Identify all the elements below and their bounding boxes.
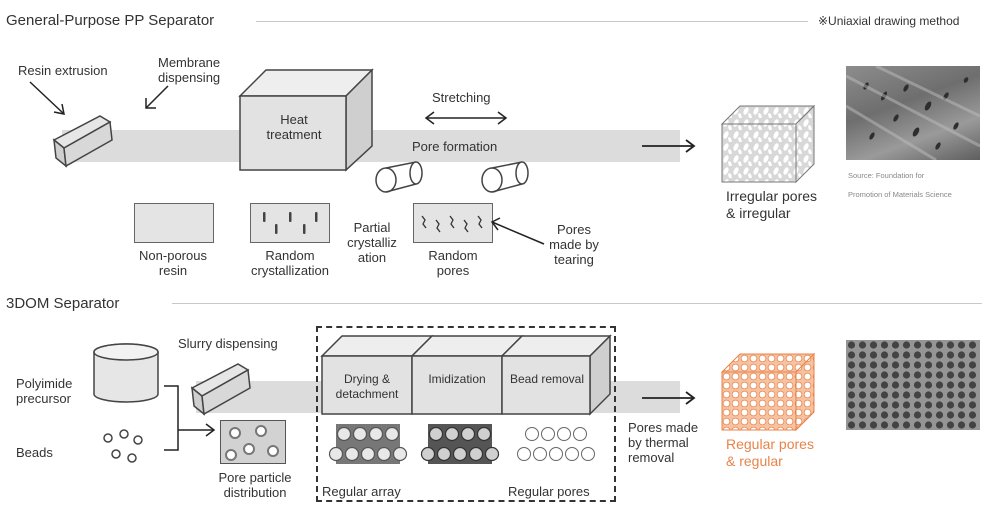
slurry-extruder-icon	[190, 363, 251, 416]
step-imidization-label: Imidization	[428, 372, 486, 386]
uniaxial-note: ※Uniaxial drawing method	[818, 14, 960, 28]
stage-crystallization-box	[250, 203, 330, 243]
3dom-output-arrow	[642, 391, 696, 405]
polyimide-container-icon	[93, 343, 159, 403]
3dom-section-divider	[172, 303, 982, 304]
process-step-boxes	[320, 334, 612, 416]
resin-arrow	[29, 81, 65, 115]
stage-nonporous-box	[134, 203, 214, 243]
pores-by-tearing-label: Pores made by tearing	[549, 222, 599, 267]
sem-image-regular	[846, 340, 980, 430]
membrane-dispensing-label: Membrane dispensing	[158, 55, 221, 85]
pp-output-arrow	[642, 139, 696, 153]
stage-label-random-pores: Random pores	[428, 248, 478, 278]
stage-pores-box	[413, 203, 493, 243]
stretching-arrow	[424, 111, 508, 125]
slurry-dispensing-label: Slurry dispensing	[178, 336, 278, 351]
regular-result-label: Regular pores & regular	[726, 436, 814, 469]
pore-particle-label: Pore particle distribution	[218, 470, 292, 500]
beads-label: Beads	[16, 445, 53, 460]
stage-label-nonporous: Non-porous resin	[139, 248, 207, 278]
pp-section-divider	[256, 21, 808, 22]
regular-array-illustration	[328, 424, 408, 464]
roller-left	[375, 161, 423, 193]
regular-array-label: Regular array	[322, 484, 401, 499]
heat-treatment-box	[238, 68, 374, 172]
heat-treatment-label: Heat treatment	[266, 112, 322, 142]
stage-label-partial: Partial crystalliz ation	[347, 220, 397, 265]
stage-label-crystallization: Random crystallization	[250, 248, 330, 278]
thermal-removal-label: Pores made by thermal removal	[628, 420, 699, 465]
imidized-illustration	[420, 424, 500, 464]
process-dashed-frame	[316, 326, 616, 502]
beads-icon	[103, 429, 143, 463]
3dom-section-title: 3DOM Separator	[6, 295, 120, 312]
pp-extruder-icon	[52, 115, 113, 168]
roller-right	[481, 161, 529, 193]
sem-image-irregular	[846, 66, 980, 160]
membrane-arrow	[145, 85, 169, 109]
regular-pores-step-label: Regular pores	[508, 484, 590, 499]
pore-formation-label: Pore formation	[412, 139, 498, 154]
pore-particle-box	[220, 420, 286, 464]
regular-pores-cube	[720, 352, 816, 432]
regular-pores-illustration	[517, 424, 595, 464]
irregular-pores-cube	[720, 104, 816, 184]
step-drying-label: Drying & detachment	[335, 372, 399, 401]
step-bead-removal-label: Bead removal	[509, 372, 585, 386]
stretching-label: Stretching	[432, 90, 491, 105]
resin-extrusion-label: Resin extrusion	[18, 63, 108, 78]
irregular-result-label: Irregular pores & irregular	[726, 188, 818, 221]
merge-bracket	[164, 385, 216, 451]
pp-section-title: General-Purpose PP Separator	[6, 12, 215, 29]
polyimide-label: Polyimide precursor	[16, 376, 73, 406]
source-credit: Source: Foundation for Promotion of Mate…	[848, 171, 952, 199]
tearing-arrow	[490, 217, 545, 245]
